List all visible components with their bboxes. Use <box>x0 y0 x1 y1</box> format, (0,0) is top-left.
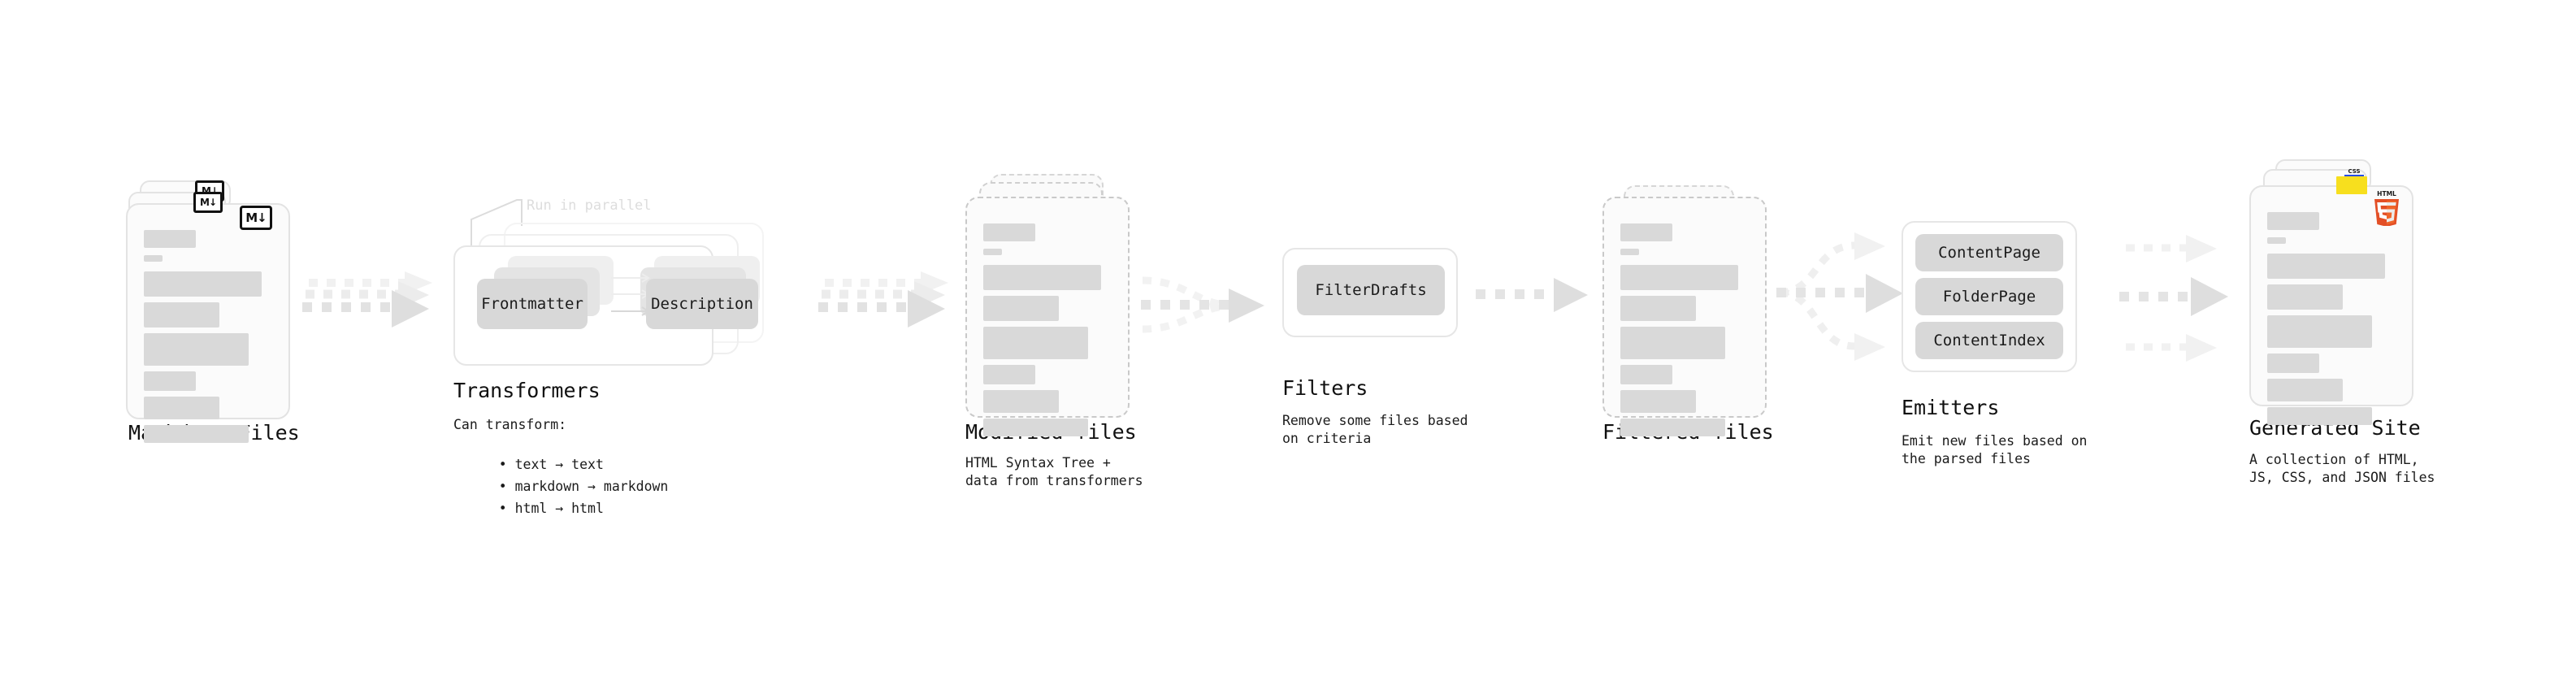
skeleton-line <box>144 271 262 297</box>
skeleton-line <box>144 333 249 366</box>
javascript-badge-icon <box>2336 176 2367 194</box>
skeleton-line <box>1620 265 1738 290</box>
skeleton-line <box>1620 223 1672 241</box>
filtered-card-front <box>1602 197 1767 436</box>
svg-text:HTML: HTML <box>2377 190 2396 197</box>
chip-label: Description <box>651 295 753 313</box>
filters-label: Filters <box>1282 376 1368 400</box>
filters-desc-2: on criteria <box>1282 431 1372 446</box>
skeleton-line <box>1620 249 1639 255</box>
markdown-badge-mid: M↓ <box>193 192 223 213</box>
skeleton-line <box>144 230 196 248</box>
emitters-label: Emitters <box>1902 396 2000 419</box>
filters-desc-1: Remove some files based <box>1282 413 1468 428</box>
markdown-card-front <box>126 203 290 443</box>
run-in-parallel-bracket <box>471 199 523 245</box>
skeleton-line <box>1620 365 1672 384</box>
bullet-dot: • <box>498 457 515 472</box>
bullet-text: html → html <box>514 501 604 516</box>
connector-modified-to-filters <box>1141 276 1264 333</box>
html5-badge-icon: HTML <box>2374 190 2399 226</box>
generated-site-desc-2: JS, CSS, and JSON files <box>2249 470 2435 485</box>
skeleton-line <box>2267 407 2372 425</box>
bullet-text: text → text <box>514 457 604 472</box>
chip-label: FilterDrafts <box>1315 281 1427 299</box>
skeleton-line <box>144 371 196 391</box>
skeleton-line <box>1620 419 1725 436</box>
transformer-chip-description[interactable]: Description <box>646 279 758 329</box>
connector-markdown-to-transformers <box>302 271 432 327</box>
modified-files-desc-2: data from transformers <box>965 473 1143 488</box>
skeleton-line <box>2267 284 2343 310</box>
modified-card-front <box>965 197 1130 436</box>
emitter-chip-contentindex[interactable]: ContentIndex <box>1915 322 2063 359</box>
skeleton-line <box>983 419 1088 436</box>
transformers-bullet-1: • text → text <box>466 440 604 489</box>
bullet-dot: • <box>498 479 515 494</box>
bullet-dot: • <box>498 501 515 516</box>
emitter-chip-contentpage[interactable]: ContentPage <box>1915 234 2063 271</box>
connector-transformers-to-modified <box>818 271 948 327</box>
skeleton-line <box>983 265 1101 290</box>
chip-label: FolderPage <box>1942 288 2036 306</box>
connector-filtered-to-emitters <box>1776 232 1903 361</box>
transformers-label: Transformers <box>453 379 601 402</box>
markdown-badge: M↓ <box>240 206 272 230</box>
css3-badge-icon: CSS <box>2344 168 2364 177</box>
transformers-bullet-2: • markdown → markdown <box>466 462 669 511</box>
transformers-description: Can transform: <box>453 417 567 432</box>
skeleton-line <box>983 249 1002 255</box>
skeleton-line <box>1620 327 1725 359</box>
skeleton-line <box>2267 354 2319 373</box>
connector-emitters-to-site <box>2119 235 2228 362</box>
skeleton-line <box>2267 379 2343 401</box>
skeleton-line <box>2267 212 2319 230</box>
filter-chip-filterdrafts[interactable]: FilterDrafts <box>1297 265 1445 315</box>
transformers-bullet-3: • html → html <box>466 484 604 533</box>
skeleton-line <box>2267 254 2385 279</box>
emitter-chip-folderpage[interactable]: FolderPage <box>1915 278 2063 315</box>
skeleton-line <box>983 390 1059 413</box>
emitters-desc-1: Emit new files based on <box>1902 433 2088 449</box>
skeleton-line <box>983 365 1035 384</box>
connector-filters-to-filtered <box>1476 278 1588 312</box>
chip-label: ContentIndex <box>1933 332 2045 349</box>
skeleton-line <box>144 397 219 419</box>
skeleton-line <box>2267 237 2286 244</box>
skeleton-line <box>983 223 1035 241</box>
skeleton-line <box>2267 315 2372 348</box>
skeleton-line <box>144 302 219 327</box>
skeleton-line <box>1620 296 1696 321</box>
chip-label: Frontmatter <box>481 295 583 313</box>
skeleton-line <box>144 255 163 262</box>
chip-label: ContentPage <box>1938 244 2040 262</box>
generated-site-desc-1: A collection of HTML, <box>2249 452 2419 467</box>
bullet-text: markdown → markdown <box>514 479 669 494</box>
run-in-parallel-label: Run in parallel <box>527 197 652 214</box>
skeleton-line <box>983 296 1059 321</box>
skeleton-line <box>1620 390 1696 413</box>
skeleton-line <box>983 327 1088 359</box>
transformer-chip-frontmatter[interactable]: Frontmatter <box>477 279 588 329</box>
modified-files-desc-1: HTML Syntax Tree + <box>965 455 1111 471</box>
emitters-desc-2: the parsed files <box>1902 451 2031 466</box>
skeleton-line <box>144 425 249 443</box>
svg-text:CSS: CSS <box>2348 168 2360 175</box>
